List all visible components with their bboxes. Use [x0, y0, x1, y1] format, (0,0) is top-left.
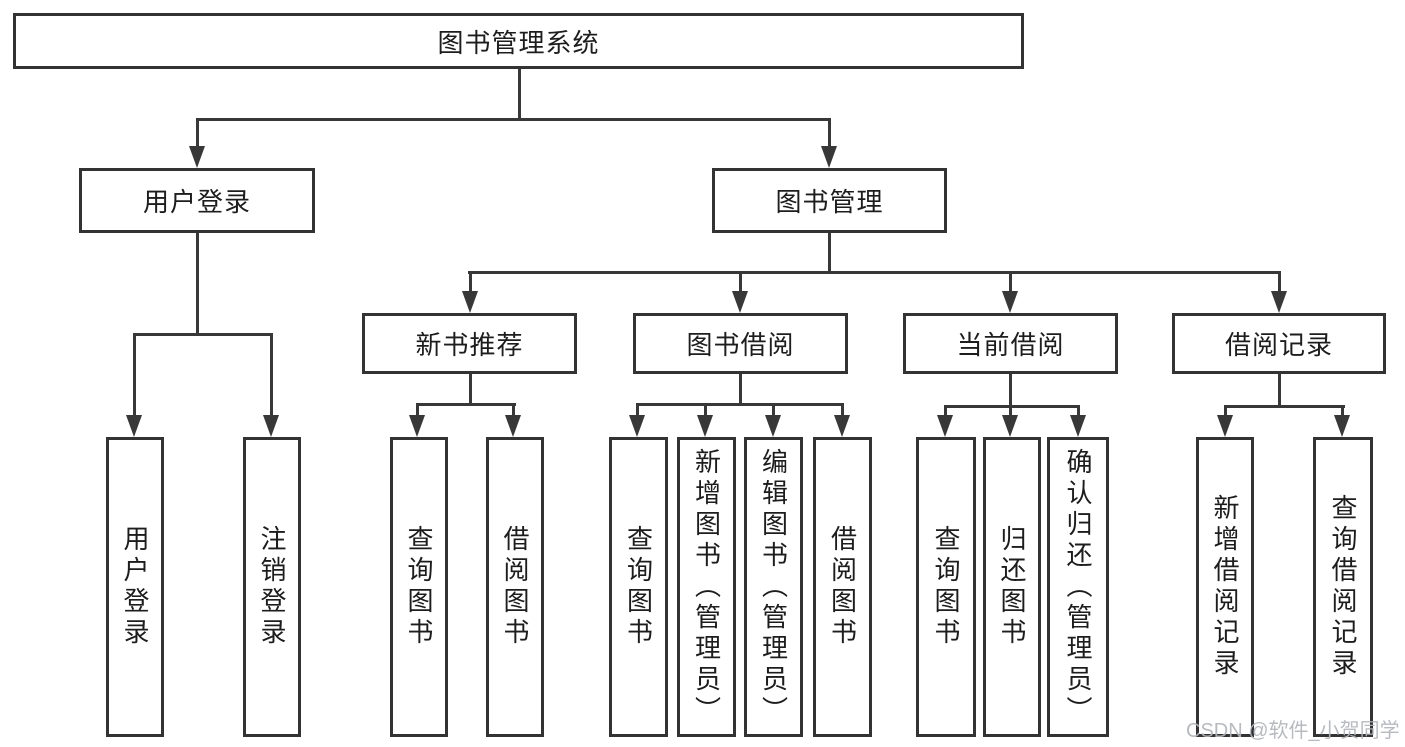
leaf-label: 归还图书	[997, 525, 1027, 649]
arrow-down-icon	[126, 415, 142, 437]
leaf-label: 编辑图书（管理员）	[758, 447, 789, 727]
leaf-borrow-books: 借阅图书	[486, 437, 544, 737]
arrow-down-icon	[1334, 415, 1350, 437]
connector-drop-leaf	[772, 403, 775, 417]
connector-drop-leaf	[944, 405, 947, 417]
arrow-down-icon	[189, 146, 205, 168]
node-library-system: 图书管理系统	[13, 13, 1024, 69]
connector-current-borrow-stem	[1009, 374, 1012, 407]
connector-drop-leaf	[1224, 405, 1227, 417]
connector-current-borrow-rail	[944, 405, 1080, 408]
arrow-down-icon	[1070, 415, 1086, 437]
node-book-management: 图书管理	[712, 168, 947, 233]
connector-book-borrow-rail	[636, 403, 844, 406]
arrow-down-icon	[1217, 415, 1233, 437]
leaf-add-books-admin: 新增图书（管理员）	[677, 437, 736, 737]
connector-drop-leaf	[1009, 405, 1012, 417]
connector-drop-leaf	[1341, 405, 1344, 417]
connector-root-stem	[518, 69, 521, 120]
leaf-label: 借阅图书	[500, 525, 530, 649]
leaf-edit-books-admin: 编辑图书（管理员）	[744, 437, 803, 737]
leaf-return-books: 归还图书	[983, 437, 1041, 737]
connector-drop-user-login	[196, 118, 199, 150]
leaf-user-login: 用户登录	[106, 437, 164, 737]
leaf-query-borrow-record: 查询借阅记录	[1313, 437, 1373, 737]
node-user-login: 用户登录	[79, 168, 315, 233]
connector-book-mgmt-stem	[828, 233, 831, 273]
connector-user-login-stem	[196, 233, 199, 335]
connector-drop-leaf	[841, 403, 844, 417]
connector-drop-leaf	[416, 403, 419, 417]
connector-drop-leaf	[704, 403, 707, 417]
arrow-down-icon	[409, 415, 425, 437]
node-borrow-record: 借阅记录	[1172, 313, 1386, 374]
arrow-down-icon	[263, 415, 279, 437]
leaf-query-books: 查询图书	[916, 437, 976, 737]
arrow-down-icon	[462, 291, 478, 313]
arrow-down-icon	[732, 291, 748, 313]
arrow-down-icon	[1002, 291, 1018, 313]
connector-drop-leaf	[1077, 405, 1080, 417]
arrow-down-icon	[834, 415, 850, 437]
connector-drop-leaf	[636, 403, 639, 417]
connector-new-book-stem	[469, 374, 472, 405]
connector-drop-book-management	[828, 118, 831, 150]
connector-level3-rail	[468, 271, 1281, 274]
leaf-query-books: 查询图书	[609, 437, 668, 737]
node-book-borrow: 图书借阅	[633, 313, 848, 374]
connector-drop-leaf	[133, 333, 136, 417]
arrow-down-icon	[765, 415, 781, 437]
csdn-watermark: CSDN @软件_小贺同学	[1186, 720, 1400, 742]
connector-drop-borrow-record	[1278, 271, 1281, 293]
leaf-label: 查询图书	[404, 525, 434, 649]
leaf-label: 确认归还（管理员）	[1063, 447, 1093, 727]
leaf-label: 注销登录	[257, 525, 287, 649]
leaf-label: 查询图书	[623, 525, 654, 649]
leaf-borrow-books: 借阅图书	[813, 437, 872, 737]
connector-drop-leaf	[270, 333, 273, 417]
leaf-confirm-return-admin: 确认归还（管理员）	[1047, 437, 1109, 737]
connector-borrow-record-rail	[1224, 405, 1345, 408]
leaf-label: 新增图书（管理员）	[691, 447, 722, 727]
connector-drop-leaf	[512, 403, 515, 417]
node-new-book-recommend: 新书推荐	[362, 313, 577, 374]
leaf-label: 查询图书	[931, 525, 961, 649]
connector-drop-book-borrow	[739, 271, 742, 293]
leaf-query-books: 查询图书	[390, 437, 448, 737]
arrow-down-icon	[629, 415, 645, 437]
arrow-down-icon	[1271, 291, 1287, 313]
leaf-label: 借阅图书	[827, 525, 858, 649]
connector-borrow-record-stem	[1278, 374, 1281, 407]
leaf-label: 查询借阅记录	[1328, 494, 1358, 680]
node-current-borrow: 当前借阅	[903, 313, 1118, 374]
arrow-down-icon	[697, 415, 713, 437]
connector-book-borrow-stem	[739, 374, 742, 405]
leaf-logout: 注销登录	[243, 437, 301, 737]
leaf-label: 新增借阅记录	[1210, 494, 1240, 680]
connector-level2-rail	[196, 118, 831, 121]
connector-user-login-rail	[133, 333, 273, 336]
connector-drop-current-borrow	[1009, 271, 1012, 293]
connector-new-book-rail	[416, 403, 516, 406]
leaf-add-borrow-record: 新增借阅记录	[1196, 437, 1254, 737]
arrow-down-icon	[1002, 415, 1018, 437]
arrow-down-icon	[937, 415, 953, 437]
arrow-down-icon	[505, 415, 521, 437]
connector-drop-new-book	[469, 271, 472, 293]
leaf-label: 用户登录	[120, 525, 150, 649]
arrow-down-icon	[821, 146, 837, 168]
